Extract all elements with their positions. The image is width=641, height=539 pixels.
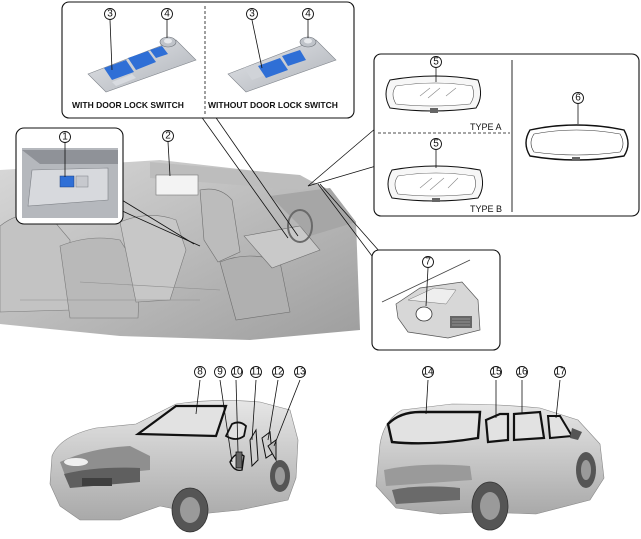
front-door-glass	[224, 421, 247, 440]
svg-text:3: 3	[107, 9, 113, 20]
switch-panel-box: WITH DOOR LOCK SWITCH WITHOUT DOOR LOCK …	[61, 1, 355, 239]
vehicle-front-view	[49, 379, 301, 533]
rain-sensor	[415, 306, 433, 322]
rearview-mirror-type-a	[385, 75, 482, 113]
callout-3a: 3	[104, 8, 116, 20]
callout-4a: 4	[161, 8, 173, 20]
svg-text:9: 9	[217, 367, 223, 378]
svg-text:4: 4	[164, 9, 170, 20]
callout-16: 16	[516, 366, 528, 378]
callout-10: 10	[231, 366, 243, 378]
vehicle-rear-view	[375, 379, 605, 531]
label-without-door-lock-switch: WITHOUT DOOR LOCK SWITCH	[208, 100, 338, 110]
svg-text:11: 11	[251, 367, 262, 378]
rearview-mirror-type-b	[387, 165, 484, 202]
svg-text:4: 4	[305, 9, 311, 20]
svg-text:5: 5	[433, 57, 439, 68]
svg-text:14: 14	[422, 367, 434, 378]
mirror-base-sensor-box	[317, 183, 501, 351]
callout-3b: 3	[246, 8, 258, 20]
svg-text:2: 2	[165, 131, 171, 142]
svg-text:13: 13	[294, 367, 306, 378]
door-lock-actuator	[235, 451, 243, 469]
rearview-mirror-frameless	[525, 124, 629, 161]
svg-text:15: 15	[490, 367, 502, 378]
svg-text:17: 17	[554, 367, 566, 378]
svg-text:12: 12	[272, 367, 284, 378]
door-switch-button	[59, 175, 75, 188]
rear-quarter-glass	[484, 412, 510, 444]
callout-4b: 4	[302, 8, 314, 20]
svg-text:3: 3	[249, 9, 255, 20]
callout-12: 12	[272, 366, 284, 378]
svg-text:6: 6	[575, 93, 581, 104]
callout-2: 2	[162, 130, 174, 177]
callout-5a: 5	[430, 56, 442, 68]
svg-text:10: 10	[231, 367, 243, 378]
svg-text:1: 1	[62, 132, 68, 143]
callout-11: 11	[250, 366, 262, 378]
overhead-panel-without-door-lock	[227, 36, 337, 93]
callout-1: 1	[59, 131, 71, 143]
mirror-box: TYPE A TYPE B	[307, 53, 640, 217]
rear-door-glass	[512, 410, 546, 442]
svg-text:16: 16	[516, 367, 528, 378]
label-type-b: TYPE B	[470, 204, 502, 214]
svg-text:5: 5	[433, 139, 439, 150]
windshield-glass	[134, 404, 228, 438]
callout-14: 14	[422, 366, 434, 378]
rear-entertainment-monitor	[155, 174, 199, 196]
callout-8: 8	[194, 366, 206, 378]
svg-text:7: 7	[425, 257, 431, 268]
label-type-a: TYPE A	[470, 122, 502, 132]
overhead-panel-with-door-lock	[87, 36, 197, 93]
callout-17: 17	[554, 366, 566, 378]
callout-5b: 5	[430, 138, 442, 150]
back-window-glass	[386, 410, 482, 445]
steering-wheel	[287, 209, 313, 243]
callout-15: 15	[490, 366, 502, 378]
callout-13: 13	[294, 366, 306, 378]
svg-text:8: 8	[197, 367, 203, 378]
callout-9: 9	[214, 366, 226, 378]
inset-door-switch	[15, 127, 201, 247]
callout-6: 6	[572, 92, 584, 104]
label-with-door-lock-switch: WITH DOOR LOCK SWITCH	[72, 100, 184, 110]
callout-7: 7	[422, 256, 434, 268]
